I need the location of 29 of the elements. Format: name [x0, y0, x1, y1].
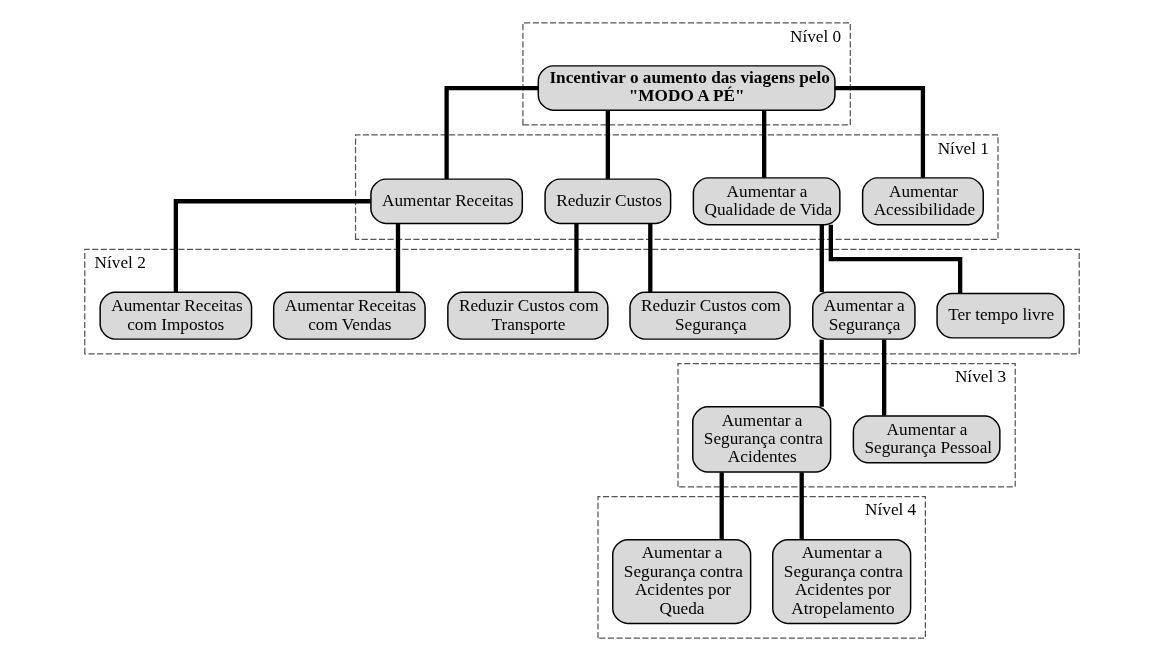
node-box: Ter tempo livre	[936, 292, 1065, 339]
connector	[882, 339, 887, 416]
connector	[574, 223, 579, 292]
connector	[444, 85, 539, 179]
node-box: Aumentar Receitas	[370, 178, 524, 225]
connector	[395, 223, 401, 292]
connector	[828, 224, 963, 294]
connector	[648, 223, 653, 292]
node-box: Aumentar Acessibilidade	[861, 177, 984, 226]
node-box: Aumentar a Segurança contra Acidentes	[692, 406, 832, 473]
node-box: Aumentar a Qualidade de Vida	[692, 177, 841, 226]
node-box: Aumentar a Segurança contra Acidentes por Atropelamento	[772, 539, 912, 625]
connector	[819, 225, 824, 293]
node-box: Incentivar o aumento das viagens pelo "MODO A PÉ"	[537, 65, 836, 111]
connector	[834, 85, 926, 178]
node-box: Reduzir Custos com Transporte	[447, 291, 609, 340]
node-box: Aumentar Receitas com Impostos	[99, 291, 253, 340]
node-box: Aumentar a Segurança	[812, 291, 916, 340]
connector	[173, 199, 371, 292]
node-box: Aumentar Receitas com Vendas	[272, 291, 426, 340]
connector	[605, 110, 610, 179]
connector	[762, 110, 767, 178]
node-box: Aumentar a Segurança Pessoal	[852, 415, 1001, 464]
node-box: Reduzir Custos	[544, 178, 672, 225]
connector	[819, 339, 824, 407]
connector	[719, 472, 724, 540]
node-box: Reduzir Custos com Segurança	[629, 291, 791, 340]
connector	[799, 472, 804, 540]
node-box: Aumentar a Segurança contra Acidentes por Queda	[612, 539, 752, 625]
